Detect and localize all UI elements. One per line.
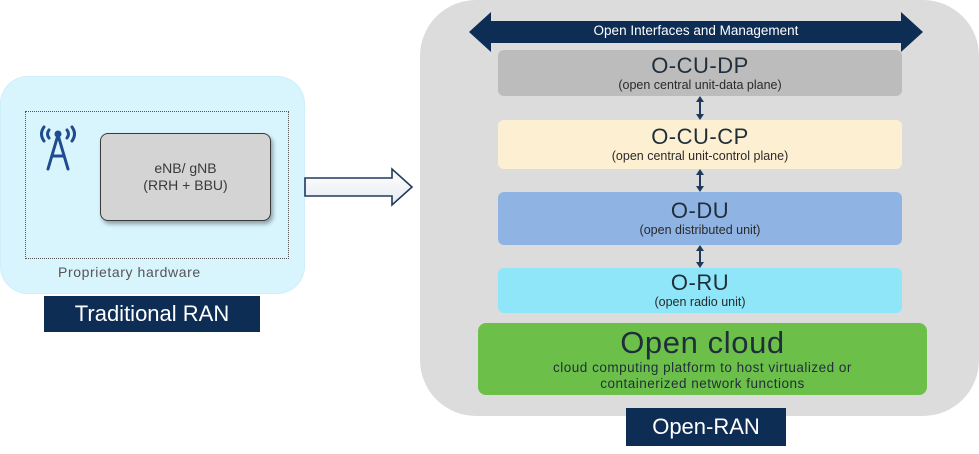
open-ran-label: Open-RAN [626,408,786,446]
proprietary-hardware-boundary [25,111,289,259]
traditional-ran-label: Traditional RAN [44,296,260,332]
double-arrow-icon [469,12,923,52]
antenna-tower-icon [40,125,76,171]
right-arrow-icon [304,167,414,207]
open-cloud-title: Open cloud [620,325,785,360]
layer-title: O-DU [670,198,730,223]
layer-subtitle: (open central unit-control plane) [611,149,789,163]
double-arrow-icon [696,169,704,192]
layer-title: O-CU-CP [651,124,749,149]
o-cu-dp-layer: O-CU-DP (open central unit-data plane) [498,50,902,96]
o-ru-layer: O-RU (open radio unit) [498,268,902,313]
open-interfaces-label: Open Interfaces and Management [593,23,799,38]
layer-title: O-RU [670,270,730,295]
enb-gnb-label: eNB/ gNB [154,160,217,176]
double-arrow-icon [696,96,704,120]
layer-subtitle: (open radio unit) [654,295,746,309]
layer-title: O-CU-DP [651,52,749,78]
rrh-bbu-label: (RRH + BBU) [143,177,228,193]
open-cloud-description-line1: cloud computing platform to host virtual… [553,360,852,375]
proprietary-hardware-caption: Proprietary hardware [58,264,201,280]
enb-gnb-node: eNB/ gNB (RRH + BBU) [100,133,271,221]
o-du-layer: O-DU (open distributed unit) [498,192,902,245]
layer-subtitle: (open distributed unit) [639,223,761,237]
layer-subtitle: (open central unit-data plane) [618,77,782,92]
o-cu-cp-layer: O-CU-CP (open central unit-control plane… [498,120,902,169]
open-cloud-description-line2: containerized network functions [600,376,805,391]
double-arrow-icon [696,245,704,268]
open-cloud-layer: Open cloud cloud computing platform to h… [478,323,927,395]
